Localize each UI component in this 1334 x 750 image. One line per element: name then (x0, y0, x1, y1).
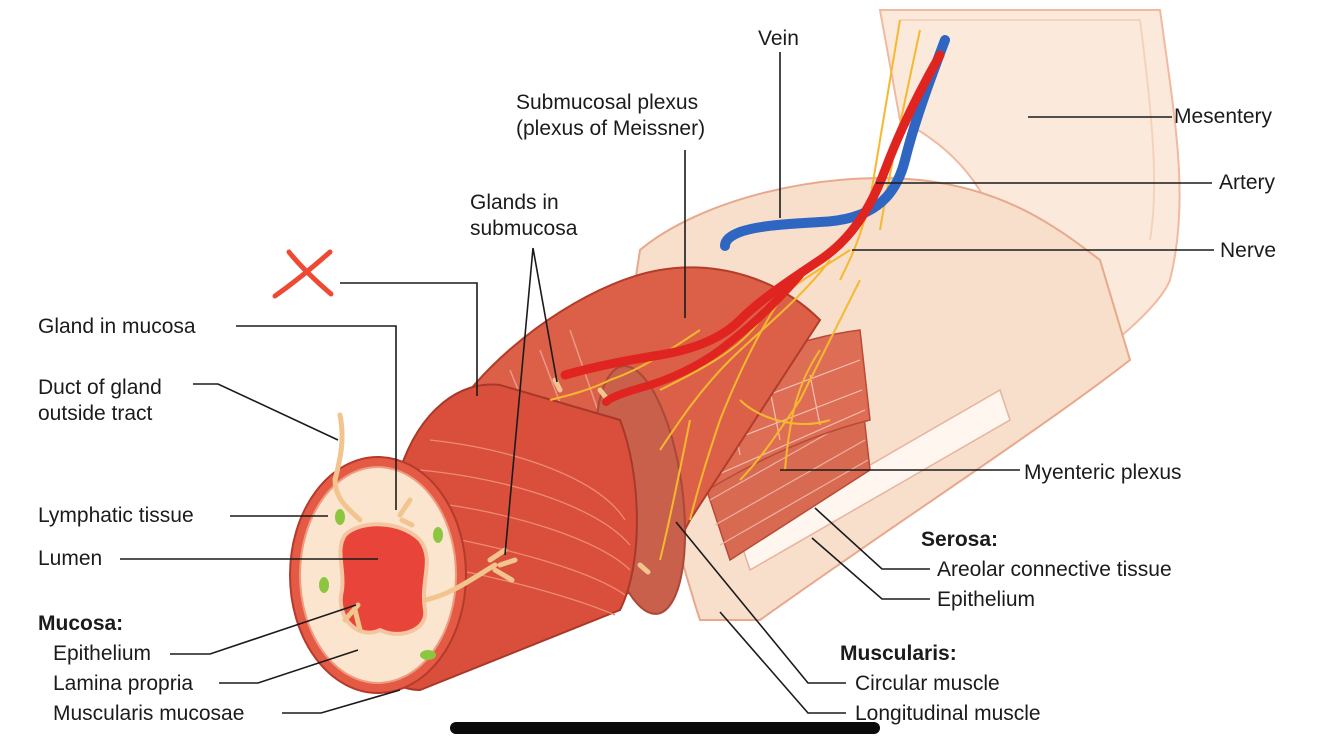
label-circular-muscle: Circular muscle (855, 672, 1000, 695)
label-muscularis-header: Muscularis: (840, 642, 957, 665)
label-artery: Artery (1219, 171, 1276, 194)
label-mucosa-header: Mucosa: (38, 612, 124, 635)
lymph-nodule (335, 509, 345, 525)
label-gland-in-mucosa: Gland in mucosa (38, 315, 196, 338)
label-lymphatic-tissue: Lymphatic tissue (38, 504, 194, 527)
label-myenteric-plexus: Myenteric plexus (1024, 461, 1182, 484)
x-mark-annotation (272, 249, 334, 299)
label-lumen: Lumen (38, 547, 103, 570)
label-mucosa-epithelium: Epithelium (53, 642, 152, 665)
lymph-nodule (319, 577, 329, 593)
lymph-nodule (420, 650, 436, 660)
home-indicator[interactable] (450, 722, 880, 734)
label-mesentery: Mesentery (1174, 105, 1273, 128)
artery-vessel (560, 50, 945, 406)
cross-section (289, 456, 467, 694)
label-serosa-epithelium: Epithelium (937, 588, 1036, 611)
label-glands-in-submucosa: Glands in submucosa (470, 191, 578, 240)
lymph-nodule (433, 527, 443, 543)
lumen-shape (338, 522, 429, 636)
label-submucosal-plexus: Submucosal plexus (plexus of Meissner) (516, 91, 706, 140)
label-muscularis-mucosae: Muscularis mucosae (53, 702, 245, 725)
label-serosa-header: Serosa: (921, 528, 999, 551)
label-duct-of-gland: Duct of gland outside tract (38, 376, 162, 425)
leader-lines (120, 52, 1214, 714)
label-longitudinal-muscle: Longitudinal muscle (855, 702, 1041, 725)
label-vein: Vein (758, 27, 799, 50)
vein-vessel (720, 35, 950, 251)
label-lamina-propria: Lamina propria (53, 672, 194, 695)
label-nerve: Nerve (1220, 239, 1277, 262)
label-serosa-areolar: Areolar connective tissue (937, 558, 1172, 581)
